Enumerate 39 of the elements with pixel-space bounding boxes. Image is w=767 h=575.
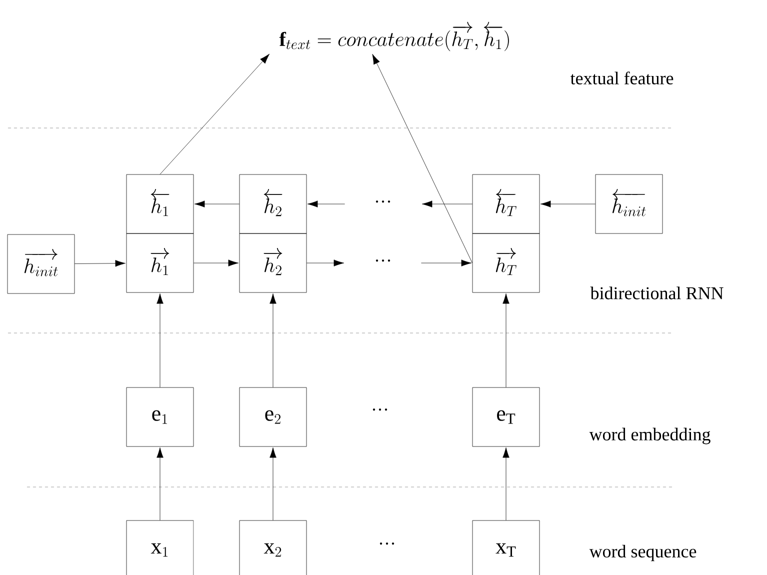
arrow [422,200,472,208]
ellipsis: ··· [376,200,390,203]
state-box: $\overrightarrow{h_1}$ [126,233,194,293]
input-box: $\mathrm{x}_\mathrm{T}$ [472,520,540,575]
layer-label: textual feature [570,72,674,84]
layer-label: word embedding [589,428,710,444]
embedding-box: $\mathrm{e}_\mathrm{T}$ [472,387,540,447]
layer-label: ··· [372,408,388,411]
arrow [160,54,270,174]
arrow [156,447,164,520]
layer-label: word sequence [589,544,696,562]
input-box: $\mathrm{x}_1$ [126,520,194,575]
ellipsis: ··· [376,259,390,262]
input-box: $\mathrm{x}_2$ [239,520,307,575]
arrow [194,260,239,266]
embedding-box: $\mathrm{e}_2$ [239,387,307,447]
arrow [270,293,276,388]
formula: $\mathbf{f}_{text} = concatenate(\overrightarrow{h_T}, \overleftarrow{h_1})$ [279,22,509,52]
state-box: $\overleftarrow{h_{init}}$ [595,174,663,234]
layer-label: bidirectional RNN [590,286,724,300]
state-box: $\overrightarrow{h_T}$ [472,233,540,293]
arrow [156,293,164,388]
arrow [270,447,276,520]
embedding-box: $\mathrm{e}_1$ [126,387,194,447]
arrow [306,260,344,266]
arrow [372,54,472,264]
arrow [502,447,510,520]
state-box: $\overrightarrow{h_2}$ [239,233,307,293]
state-box: $\overleftarrow{h_T}$ [472,174,540,234]
state-box: $\overrightarrow{h_{init}}$ [7,234,75,294]
state-box: $\overleftarrow{h_2}$ [239,174,307,234]
arrow [540,200,596,208]
arrow [502,293,510,388]
layer-label: ··· [380,542,394,545]
arrow [74,260,126,267]
arrow [194,200,240,208]
arrow [307,200,345,208]
arrow [421,260,472,266]
state-box: $\overleftarrow{h_1}$ [126,174,194,234]
